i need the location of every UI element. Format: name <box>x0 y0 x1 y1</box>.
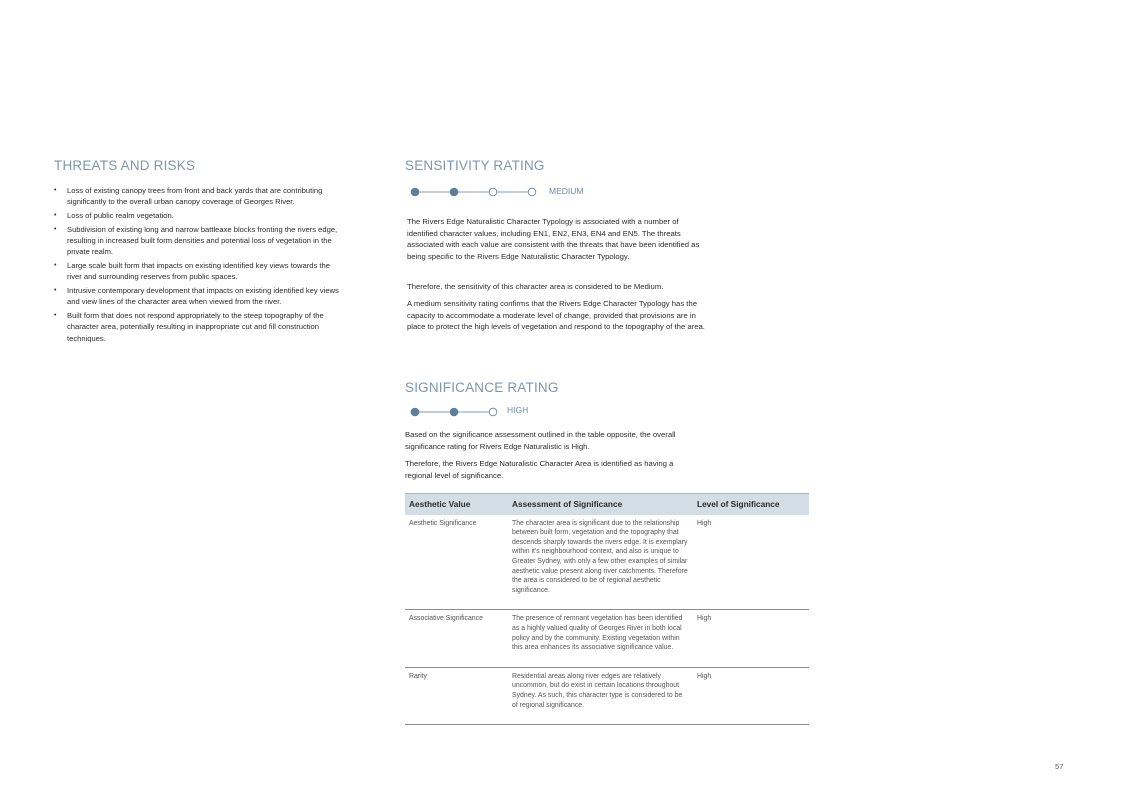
table-cell-level: High <box>693 609 809 668</box>
table-header: Aesthetic Value <box>405 492 508 515</box>
rating-dot <box>527 187 537 197</box>
table-row: Rarity Residential areas along river edg… <box>405 667 809 726</box>
significance-paragraph: Based on the significance assessment out… <box>405 430 676 451</box>
rating-dot <box>449 187 459 197</box>
significance-table: Aesthetic Value Assessment of Significan… <box>405 492 809 726</box>
table-cell-value: Aesthetic Significance <box>405 514 508 611</box>
rating-dot <box>488 407 498 417</box>
sensitivity-level: MEDIUM <box>549 186 584 196</box>
sensitivity-paragraph: A medium sensitivity rating confirms tha… <box>407 299 705 332</box>
sensitivity-heading: SENSITIVITY RATING <box>405 158 545 173</box>
rating-dot <box>410 407 420 417</box>
sensitivity-paragraph: Therefore, the sensitivity of this chara… <box>407 282 664 291</box>
significance-heading: SIGNIFICANCE RATING <box>405 380 559 395</box>
significance-rating-scale <box>410 407 498 417</box>
list-item: Large scale built form that impacts on e… <box>54 260 344 283</box>
sensitivity-rating-scale <box>410 187 537 197</box>
rating-dot <box>410 187 420 197</box>
table-cell-value: Associative Significance <box>405 609 508 668</box>
table-cell-level: High <box>693 667 809 726</box>
list-item: Loss of public realm vegetation. <box>54 210 344 222</box>
table-cell-assessment: Residential areas along river edges are … <box>508 667 693 726</box>
table-row: Associative Significance The presence of… <box>405 609 809 668</box>
sensitivity-paragraph: The Rivers Edge Naturalistic Character T… <box>407 217 700 261</box>
table-cell-value: Rarity <box>405 667 508 726</box>
significance-level: HIGH <box>507 405 529 415</box>
table-cell-level: High <box>693 514 809 611</box>
page-number: 57 <box>1055 762 1064 771</box>
table-header: Level of Significance <box>693 492 809 515</box>
list-item: Loss of existing canopy trees from front… <box>54 185 344 208</box>
list-item: Built form that does not respond appropr… <box>54 310 344 344</box>
significance-paragraph: Therefore, the Rivers Edge Naturalistic … <box>405 459 674 480</box>
list-item: Subdivision of existing long and narrow … <box>54 224 344 258</box>
threats-list: Loss of existing canopy trees from front… <box>54 185 344 346</box>
table-row: Aesthetic Significance The character are… <box>405 514 809 611</box>
table-cell-assessment: The character area is significant due to… <box>508 514 693 611</box>
list-item: Intrusive contemporary development that … <box>54 285 344 308</box>
table-header-row: Aesthetic Value Assessment of Significan… <box>405 492 809 515</box>
rating-dot <box>449 407 459 417</box>
threats-heading: THREATS AND RISKS <box>54 158 196 173</box>
table-cell-assessment: The presence of remnant vegetation has b… <box>508 609 693 668</box>
table-header: Assessment of Significance <box>508 492 693 515</box>
rating-dot <box>488 187 498 197</box>
